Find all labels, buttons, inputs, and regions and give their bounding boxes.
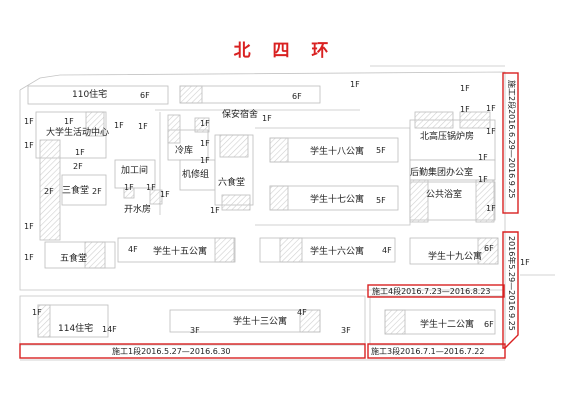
floor-label: 1F <box>350 80 360 89</box>
floor-label: 1F <box>138 122 148 131</box>
floor-label: 5F <box>376 146 386 155</box>
building-coldstore-footprint <box>167 129 209 161</box>
building-label: 机修组 <box>182 170 210 180</box>
building-label: 学生十七公寓 <box>310 195 365 205</box>
floor-label: 2F <box>92 187 102 196</box>
building-label: 学生十六公寓 <box>310 247 365 257</box>
floor-label: 1F <box>486 204 496 213</box>
floor-label: 1F <box>460 105 470 114</box>
building-label: 110住宅 <box>72 90 108 100</box>
floor-label: 1F <box>24 253 34 262</box>
floor-label: 2F <box>44 187 54 196</box>
floor-label: 1F <box>210 206 220 215</box>
building-label: 加工间 <box>121 166 149 176</box>
floor-label: 4F <box>382 246 392 255</box>
construction-zone-3 <box>367 343 506 359</box>
construction-zones <box>19 72 519 359</box>
floor-label: 1F <box>262 114 272 123</box>
floor-label: 1F <box>24 141 34 150</box>
floor-label: 1F <box>24 117 34 126</box>
construction-zone-5 <box>502 231 519 349</box>
building-110-footprint <box>27 85 169 105</box>
floor-label: 1F <box>486 127 496 136</box>
floor-label: 1F <box>200 156 210 165</box>
construction-label-1: 施工1段2016.5.27—2016.6.30 <box>112 347 231 356</box>
construction-label-5: 2016年5.29—2016.9.25 <box>507 236 516 331</box>
floor-label: 14F <box>102 325 117 334</box>
floor-label: 1F <box>478 153 488 162</box>
floor-label: 1F <box>478 175 488 184</box>
floor-label: 1F <box>24 222 34 231</box>
construction-label-2: 施工2段2016.6.29—2016.9.25 <box>507 80 516 199</box>
building-dorm18-footprint <box>269 137 399 163</box>
building-label: 三食堂 <box>62 186 90 196</box>
building-repair-footprint <box>179 159 216 191</box>
construction-label-3: 施工3段2016.7.1—2016.7.22 <box>371 347 485 356</box>
floor-label: 1F <box>32 308 42 317</box>
floor-label: 4F <box>128 245 138 254</box>
floor-label: 6F <box>140 91 150 100</box>
building-label: 学生十三公寓 <box>233 317 288 327</box>
building-label: 114住宅 <box>58 324 94 334</box>
floor-label: 1F <box>486 104 496 113</box>
floor-label: 1F <box>460 84 470 93</box>
building-label: 学生十八公寓 <box>310 147 365 157</box>
floor-label: 3F <box>190 326 200 335</box>
building-label: 北高压锅炉房 <box>420 132 475 142</box>
building-label: 保安宿舍 <box>222 110 259 120</box>
building-label: 大学生活动中心 <box>46 128 110 138</box>
floor-label: 1F <box>114 121 124 130</box>
campus-outline <box>19 65 555 361</box>
construction-zone-1 <box>19 343 366 359</box>
construction-zone-4 <box>367 284 505 298</box>
building-label: 开水房 <box>124 205 152 215</box>
floor-label: 1F <box>520 258 530 267</box>
floor-label: 5F <box>376 196 386 205</box>
floor-label: 1F <box>124 183 134 192</box>
building-label: 五食堂 <box>60 254 88 264</box>
floor-label: 3F <box>341 326 351 335</box>
floor-label: 1F <box>160 190 170 199</box>
building-logistics-footprint <box>409 159 496 181</box>
building-label: 后勤集团办公室 <box>410 168 474 178</box>
floor-label: 2F <box>73 162 83 171</box>
building-footprints <box>27 85 499 338</box>
floor-label: 1F <box>200 139 210 148</box>
floor-label: 1F <box>64 117 74 126</box>
floor-label: 1F <box>75 148 85 157</box>
floor-label: 6F <box>484 320 494 329</box>
map-title: 北 四 环 <box>233 41 337 61</box>
building-dorm17-footprint <box>269 185 399 211</box>
building-processing-footprint <box>114 159 156 189</box>
building-label: 六食堂 <box>218 178 246 188</box>
floor-label: 1F <box>200 119 210 128</box>
building-label: 公共浴室 <box>426 190 463 200</box>
floor-label: 6F <box>292 92 302 101</box>
floor-label: 1F <box>146 183 156 192</box>
building-canteen3-footprint <box>61 174 107 206</box>
floor-label: 4F <box>297 308 307 317</box>
building-label: 学生十二公寓 <box>420 320 475 330</box>
floor-label: 6F <box>484 244 494 253</box>
construction-label-4: 施工4段2016.7.23—2016.8.23 <box>372 287 491 296</box>
construction-zone-2 <box>502 72 519 214</box>
building-label: 冷库 <box>175 146 194 156</box>
building-label: 学生十五公寓 <box>153 247 208 257</box>
building-label: 学生十九公寓 <box>428 252 483 262</box>
